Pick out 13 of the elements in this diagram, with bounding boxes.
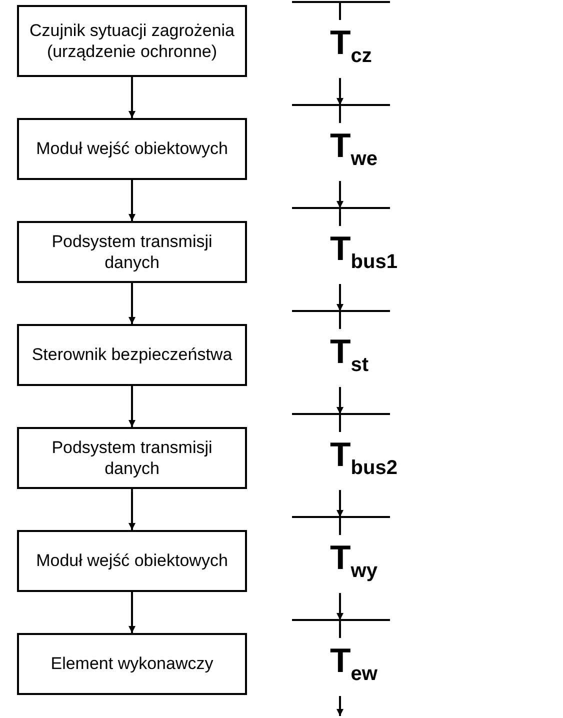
arrow (128, 180, 136, 221)
arrow (128, 489, 136, 530)
process-box: Czujnik sytuacji zagrożenia (urządzenie ochronne) (17, 5, 247, 77)
process-box: Moduł wejść obiektowych (17, 118, 247, 180)
process-box: Podsystem transmisji danych (17, 427, 247, 489)
arrow (128, 386, 136, 427)
arrow (128, 283, 136, 324)
process-box: Sterownik bezpieczeństwa (17, 324, 247, 386)
arrow (128, 592, 136, 633)
process-box: Podsystem transmisji danych (17, 221, 247, 283)
arrow (128, 77, 136, 118)
process-box: Element wykonawczy (17, 633, 247, 695)
process-box: Moduł wejść obiektowych (17, 530, 247, 592)
